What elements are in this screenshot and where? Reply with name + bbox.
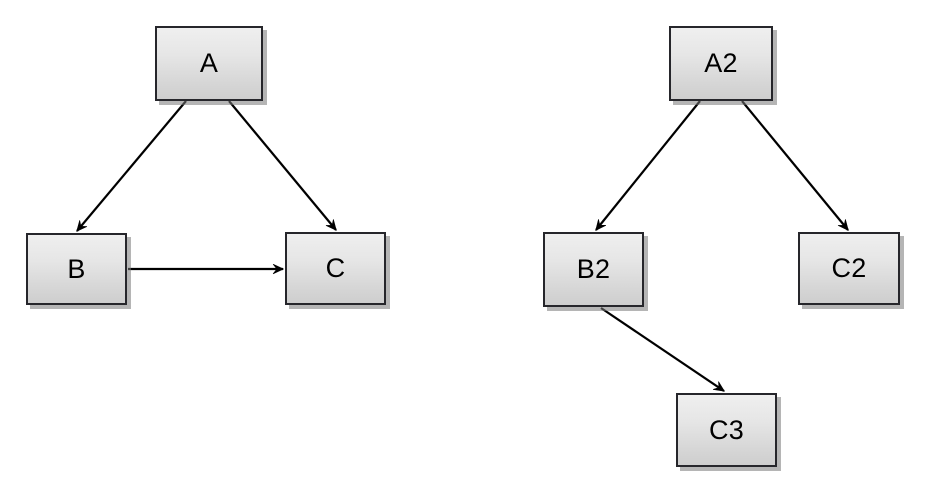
edge-a2-to-c2 — [741, 100, 849, 230]
node-c[interactable]: C — [285, 232, 386, 305]
node-a[interactable]: A — [155, 26, 263, 101]
node-c2[interactable]: C2 — [798, 232, 900, 305]
node-label-c2: C2 — [831, 253, 867, 283]
node-label-b2: B2 — [576, 254, 611, 284]
node-label-b: B — [67, 253, 86, 284]
node-c3[interactable]: C3 — [676, 393, 777, 467]
node-label-c3: C3 — [709, 414, 744, 445]
node-b2[interactable]: B2 — [543, 232, 644, 307]
node-label-c: C — [325, 253, 346, 283]
edge-b2-to-c3 — [600, 307, 724, 392]
node-a2[interactable]: A2 — [669, 26, 773, 101]
node-label-a: A — [199, 48, 219, 78]
edge-group — [76, 100, 849, 392]
edge-a-to-b — [76, 100, 187, 231]
node-b[interactable]: B — [26, 233, 127, 305]
edge-a-to-c — [228, 100, 337, 230]
edge-a2-to-b2 — [595, 100, 701, 230]
node-label-a2: A2 — [704, 48, 738, 78]
